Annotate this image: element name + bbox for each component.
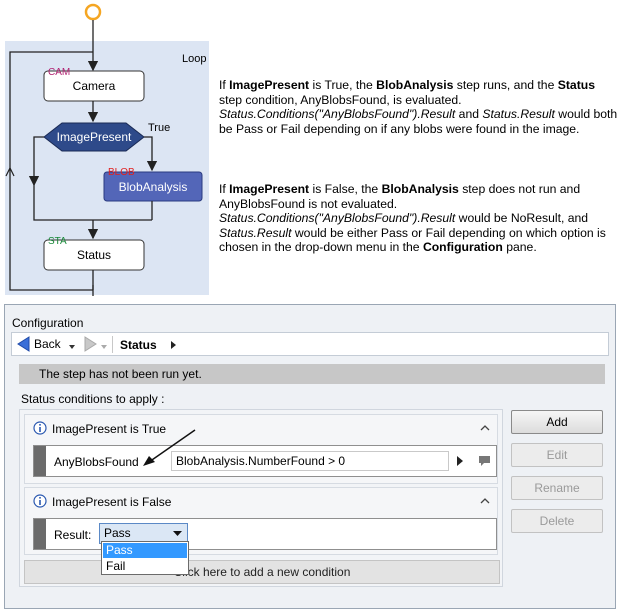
chevron-right-icon[interactable] <box>456 455 464 467</box>
loop-label: Loop <box>182 53 206 65</box>
row-grip[interactable] <box>34 446 46 476</box>
result-dropdown-list: Pass Fail <box>101 541 189 575</box>
nav-separator <box>112 336 113 353</box>
info-icon <box>33 421 47 435</box>
condition-name: AnyBlobsFound <box>54 455 139 469</box>
blobanalysis-step[interactable] <box>103 171 203 202</box>
collapse-chevron-icon[interactable] <box>480 424 490 432</box>
camera-label: Camera <box>73 79 116 93</box>
comment-icon[interactable] <box>478 455 492 467</box>
condition-block-false: ImagePresent is False Result: Pass <box>24 487 498 555</box>
status-label: Status <box>77 248 111 262</box>
dropdown-arrow-icon <box>173 531 182 536</box>
back-arrow-icon <box>17 336 30 352</box>
result-label: Result: <box>54 528 92 542</box>
flowchart-diagram: Loop CAM Camera ImagePresent True BLOB B… <box>5 3 209 296</box>
status-step[interactable] <box>43 239 145 271</box>
true-label: True <box>148 122 170 134</box>
condition-title: ImagePresent is True <box>52 422 167 436</box>
back-button[interactable]: Back <box>14 335 76 354</box>
forward-arrow-icon <box>84 336 97 352</box>
start-node-icon <box>84 3 102 21</box>
flowchart: Loop CAM Camera ImagePresent True BLOB B… <box>0 0 210 298</box>
chevron-right-icon[interactable] <box>170 340 178 350</box>
option-fail[interactable]: Fail <box>106 559 126 573</box>
rename-button[interactable]: Rename <box>511 476 603 500</box>
camera-tag: CAM <box>48 67 70 78</box>
back-dropdown-icon[interactable] <box>68 339 76 353</box>
collapse-chevron-icon[interactable] <box>480 497 490 505</box>
condition-block-true: ImagePresent is True AnyBlobsFound BlobA… <box>24 414 498 484</box>
result-row: Result: Pass <box>33 518 497 550</box>
configuration-title: Configuration <box>12 316 84 330</box>
blob-label: BlobAnalysis <box>119 180 188 194</box>
annotation-arrow-icon <box>143 429 196 466</box>
back-label: Back <box>34 337 61 351</box>
condition-title: ImagePresent is False <box>52 495 172 509</box>
info-icon <box>33 494 47 508</box>
condition-header[interactable]: ImagePresent is False <box>28 494 494 510</box>
run-status-banner: The step has not been run yet. <box>19 364 605 384</box>
status-tag: STA <box>48 236 67 247</box>
configuration-pane: Configuration Back Status The step has n… <box>4 304 616 609</box>
option-pass[interactable]: Pass <box>103 543 187 558</box>
conditions-heading: Status conditions to apply : <box>21 392 165 406</box>
condition-row[interactable]: AnyBlobsFound BlobAnalysis.NumberFound >… <box>33 445 497 477</box>
breadcrumb-status[interactable]: Status <box>120 338 157 352</box>
conditions-list: ImagePresent is True AnyBlobsFound BlobA… <box>19 409 503 587</box>
expression-field[interactable]: BlobAnalysis.NumberFound > 0 <box>171 451 449 471</box>
explanation-false: If ImagePresent is False, the BlobAnalys… <box>219 182 606 255</box>
add-condition-row[interactable]: Click here to add a new condition <box>24 560 500 584</box>
add-button[interactable]: Add <box>511 410 603 434</box>
decision-label: ImagePresent <box>57 130 132 144</box>
edit-button[interactable]: Edit <box>511 443 603 467</box>
forward-dropdown-icon <box>101 345 107 349</box>
camera-step[interactable] <box>43 70 145 102</box>
result-select-value: Pass <box>104 526 131 540</box>
delete-button[interactable]: Delete <box>511 509 603 533</box>
blob-tag: BLOB <box>108 167 135 178</box>
explanation-true: If ImagePresent is True, the BlobAnalysi… <box>219 78 618 136</box>
navigation-bar: Back Status <box>11 332 609 356</box>
condition-header[interactable]: ImagePresent is True <box>28 421 494 437</box>
forward-button[interactable] <box>80 335 110 354</box>
row-grip[interactable] <box>34 519 46 549</box>
